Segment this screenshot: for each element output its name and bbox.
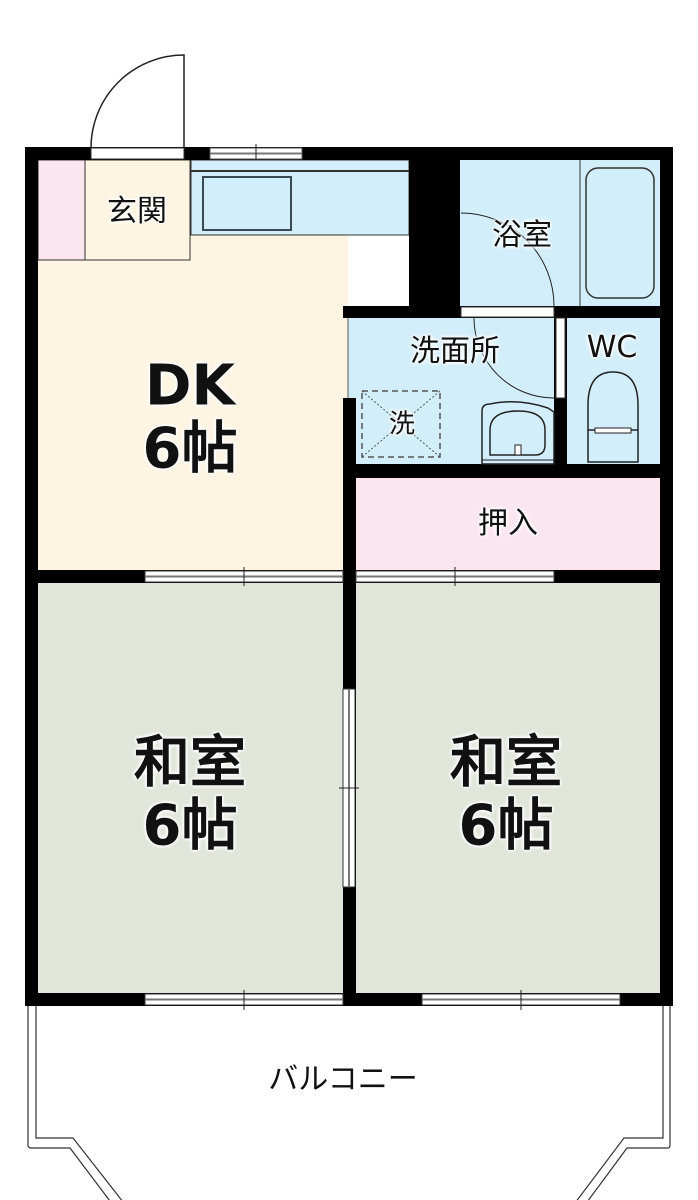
balcony-window-left [144, 990, 344, 1010]
bath-label: 浴室 [492, 218, 552, 254]
sliding-door-dk-washitsu-left [144, 567, 344, 586]
kitchen-window [209, 144, 303, 160]
washing-machine-pan [361, 390, 441, 458]
closet-floor [356, 478, 660, 572]
entrance-door-swing [90, 54, 185, 149]
washitsu-left-floor [38, 583, 343, 993]
entrance-door-opening [90, 147, 185, 160]
wc-door-opening [555, 317, 566, 399]
sliding-door-between-washitsu [339, 688, 359, 888]
closet-label: 押入 [478, 506, 538, 542]
washitsu-right-label: 和室 6帖 [450, 730, 562, 858]
washer-label: 洗 [388, 409, 416, 440]
fixtures [361, 371, 639, 465]
genkan-label: 玄関 [107, 194, 167, 230]
balcony-outline [27, 1006, 671, 1200]
bath-door-swing [460, 212, 555, 307]
washitsu-left-label: 和室 6帖 [134, 730, 246, 858]
balcony-window-right [421, 990, 621, 1010]
wc-door-swing [473, 317, 555, 399]
shoe-storage [37, 159, 86, 261]
toilet-fixture [587, 371, 639, 463]
wash-basin [481, 401, 555, 465]
openings [90, 54, 621, 1010]
sliding-door-closet [355, 567, 555, 586]
bathtub [585, 167, 655, 299]
bath-door-opening [460, 306, 555, 318]
dk-label: DK 6帖 [142, 353, 238, 481]
washitsu-right-floor [356, 583, 660, 993]
balcony-label: バルコニー [268, 1062, 418, 1098]
kitchen-sink [202, 176, 292, 231]
wc-label: WC [586, 330, 638, 366]
washroom-label: 洗面所 [410, 334, 500, 370]
